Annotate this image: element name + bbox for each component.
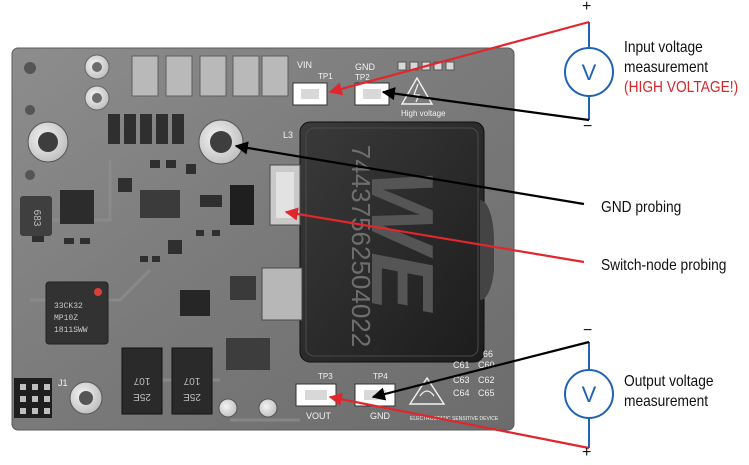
esd-label: ELECTROSTATIC SENSITIVE DEVICE xyxy=(410,416,499,422)
cap-b-line2: 25E xyxy=(183,391,201,402)
smd-components xyxy=(32,114,270,370)
input-test-points: VIN TP1 GND TP2 xyxy=(292,60,390,106)
output-minus-sign: − xyxy=(583,322,593,339)
output-connector xyxy=(69,381,278,418)
high-voltage-label: High voltage xyxy=(401,109,446,118)
we-logo: WE xyxy=(353,169,452,313)
input-voltage-caption: Input voltage measurement (HIGH VOLTAGE!… xyxy=(624,38,738,98)
ref-c65: C65 xyxy=(478,388,495,398)
input-caption-line2: measurement xyxy=(624,59,709,76)
ref-c63: C63 xyxy=(453,375,470,385)
gnd-probing-caption: GND probing xyxy=(601,199,682,216)
output-voltmeter: V xyxy=(564,342,614,448)
output-voltage-caption: Output voltage measurement xyxy=(624,372,714,412)
output-voltmeter-circle xyxy=(564,369,614,419)
probe-wires xyxy=(234,20,590,450)
vin-label: VIN xyxy=(297,60,312,70)
gnd-bottom-label: GND xyxy=(370,411,391,421)
edge-cap xyxy=(480,200,494,301)
ref-c60: C60 xyxy=(478,360,495,370)
tp3-label: TP3 xyxy=(318,372,333,381)
inductor-part-number: 74437562504022 xyxy=(346,145,376,347)
gnd-post-left xyxy=(27,121,69,163)
ref-designators: C61 C63 C64 C60 C62 C65 66 xyxy=(453,349,495,398)
tp4-label: TP4 xyxy=(373,372,388,381)
high-voltage-warning-text: (HIGH VOLTAGE!) xyxy=(624,79,739,96)
cap-a-line1: 107 xyxy=(133,375,150,386)
switch-node-caption: Switch-node probing xyxy=(601,257,727,274)
ic-marking-1: 33CK32 xyxy=(54,302,83,311)
tp2-label: TP2 xyxy=(355,73,370,82)
input-plus-wire xyxy=(328,20,590,96)
ic-marking-3: 1811SWW xyxy=(54,326,88,335)
output-voltmeter-symbol: V xyxy=(582,382,597,407)
output-caption-line2: measurement xyxy=(624,393,709,410)
output-caption-line1: Output voltage xyxy=(624,373,714,390)
input-voltmeter-circle xyxy=(564,47,614,97)
input-capacitor-row xyxy=(131,55,289,97)
input-caption-line1: Input voltage xyxy=(624,39,703,56)
gnd-top-label: GND xyxy=(355,62,376,72)
vout-label: VOUT xyxy=(306,411,332,421)
j1-header: J1 xyxy=(14,378,68,418)
esd-warning-icon xyxy=(408,376,446,405)
switch-probe-wire xyxy=(284,207,585,264)
high-voltage-warning-icon xyxy=(400,76,434,105)
output-minus-wire xyxy=(371,340,590,401)
ref-66: 66 xyxy=(483,349,493,359)
l3-label: L3 xyxy=(283,130,293,140)
tp1-label: TP1 xyxy=(318,72,333,81)
ref-c62: C62 xyxy=(478,375,495,385)
input-plus-sign: + xyxy=(582,0,592,15)
input-minus-wire xyxy=(381,87,590,122)
input-voltmeter-symbol: V xyxy=(582,60,597,85)
power-inductor: WE 74437562504022 xyxy=(299,121,485,363)
gnd-probe-wire xyxy=(234,141,585,206)
controller-ic: 33CK32 MP10Z 1811SWW xyxy=(45,281,109,345)
output-plus-sign: + xyxy=(582,444,592,461)
cap-b-line1: 107 xyxy=(183,375,200,386)
ref-c64: C64 xyxy=(453,388,470,398)
gnd-post xyxy=(198,119,244,165)
cap-a-line2: 25E xyxy=(133,391,151,402)
output-plus-wire xyxy=(328,392,590,450)
output-capacitors: 107 25E 107 25E xyxy=(121,347,213,415)
small-inductor-683: 683 xyxy=(20,196,52,236)
input-connector xyxy=(84,54,110,111)
ic-marking-2: MP10Z xyxy=(54,314,78,323)
part-683-label: 683 xyxy=(31,210,42,227)
j1-label: J1 xyxy=(58,378,68,388)
ref-c61: C61 xyxy=(453,360,470,370)
input-minus-sign: − xyxy=(583,118,593,135)
input-voltmeter: V xyxy=(564,22,614,120)
